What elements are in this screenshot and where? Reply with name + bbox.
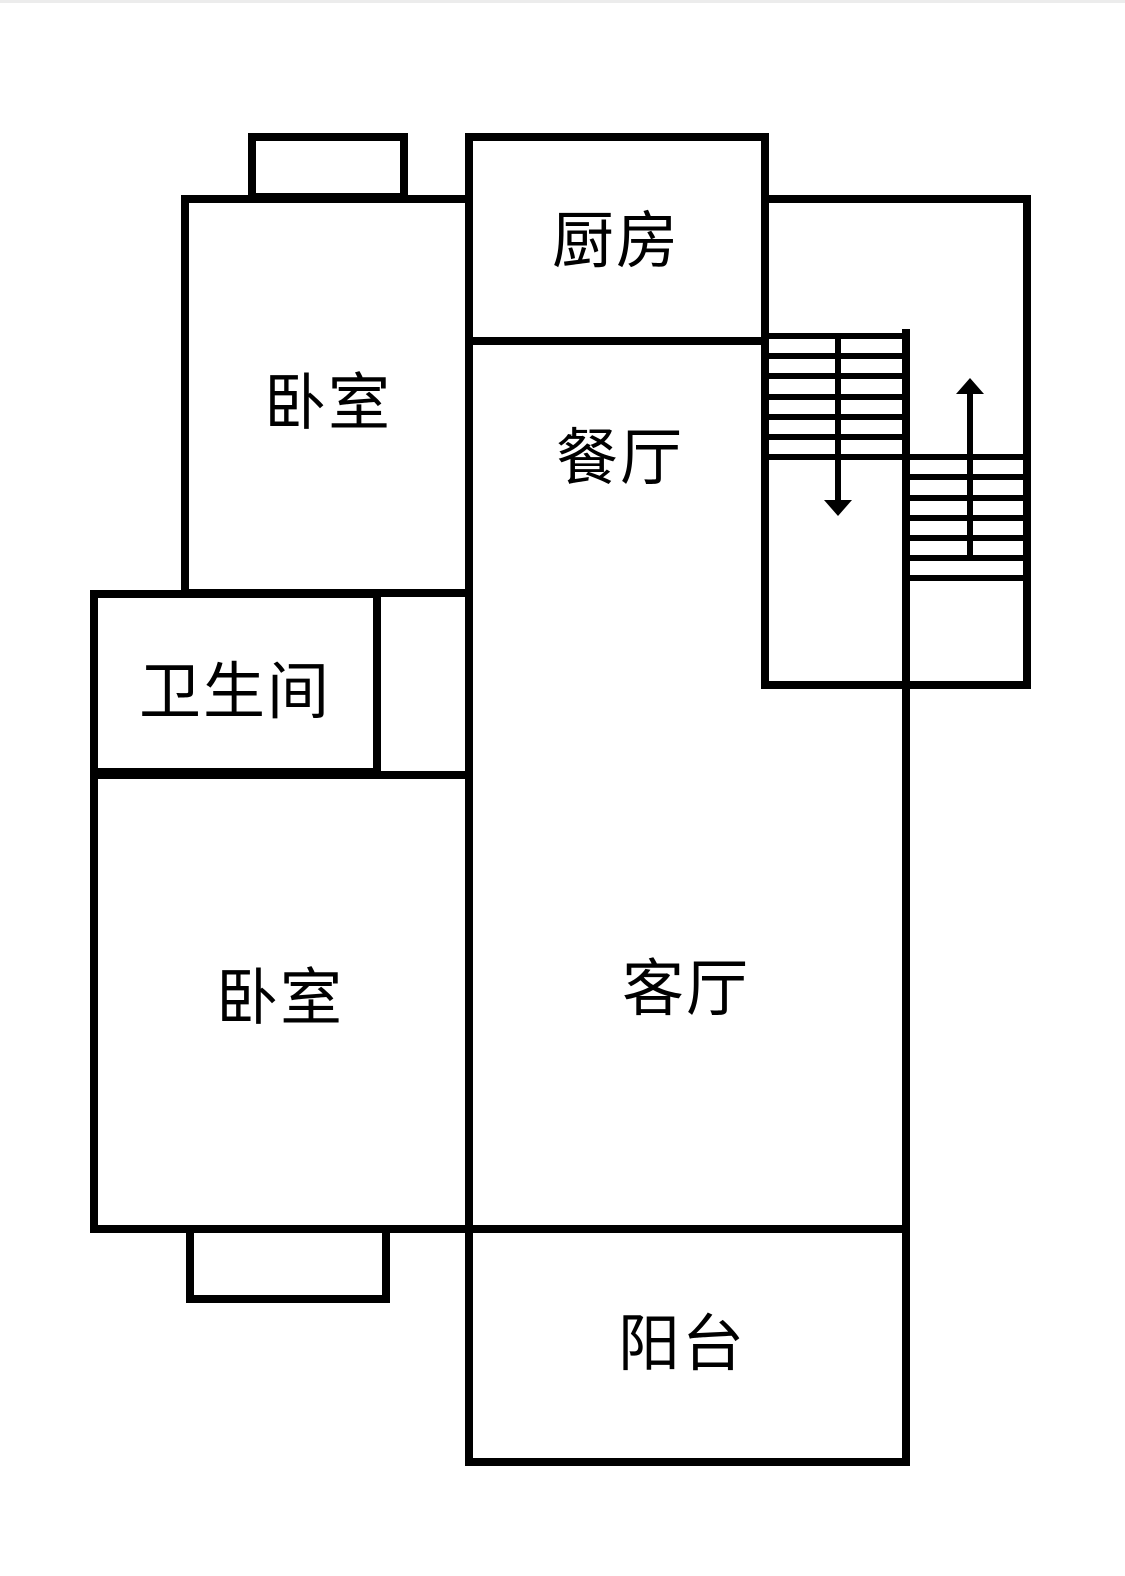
label-bathroom: 卫生间 [138,655,332,728]
label-bedroom-top: 卧室 [263,366,393,439]
arrow-down-icon [824,336,852,516]
room-kitchen [465,133,769,345]
stair-treads-up [906,454,1027,581]
label-kitchen: 厨房 [551,204,681,277]
bay-window-bottom [186,1225,390,1303]
bay-window-top [248,133,408,201]
room-balcony [465,1225,910,1466]
label-living: 客厅 [621,952,751,1025]
stairwell [761,195,1031,689]
label-balcony: 阳台 [617,1307,747,1380]
top-edge [0,0,1125,3]
label-dining: 餐厅 [555,421,685,494]
label-bedroom-bottom: 卧室 [215,961,345,1034]
arrow-up-icon [956,378,984,560]
